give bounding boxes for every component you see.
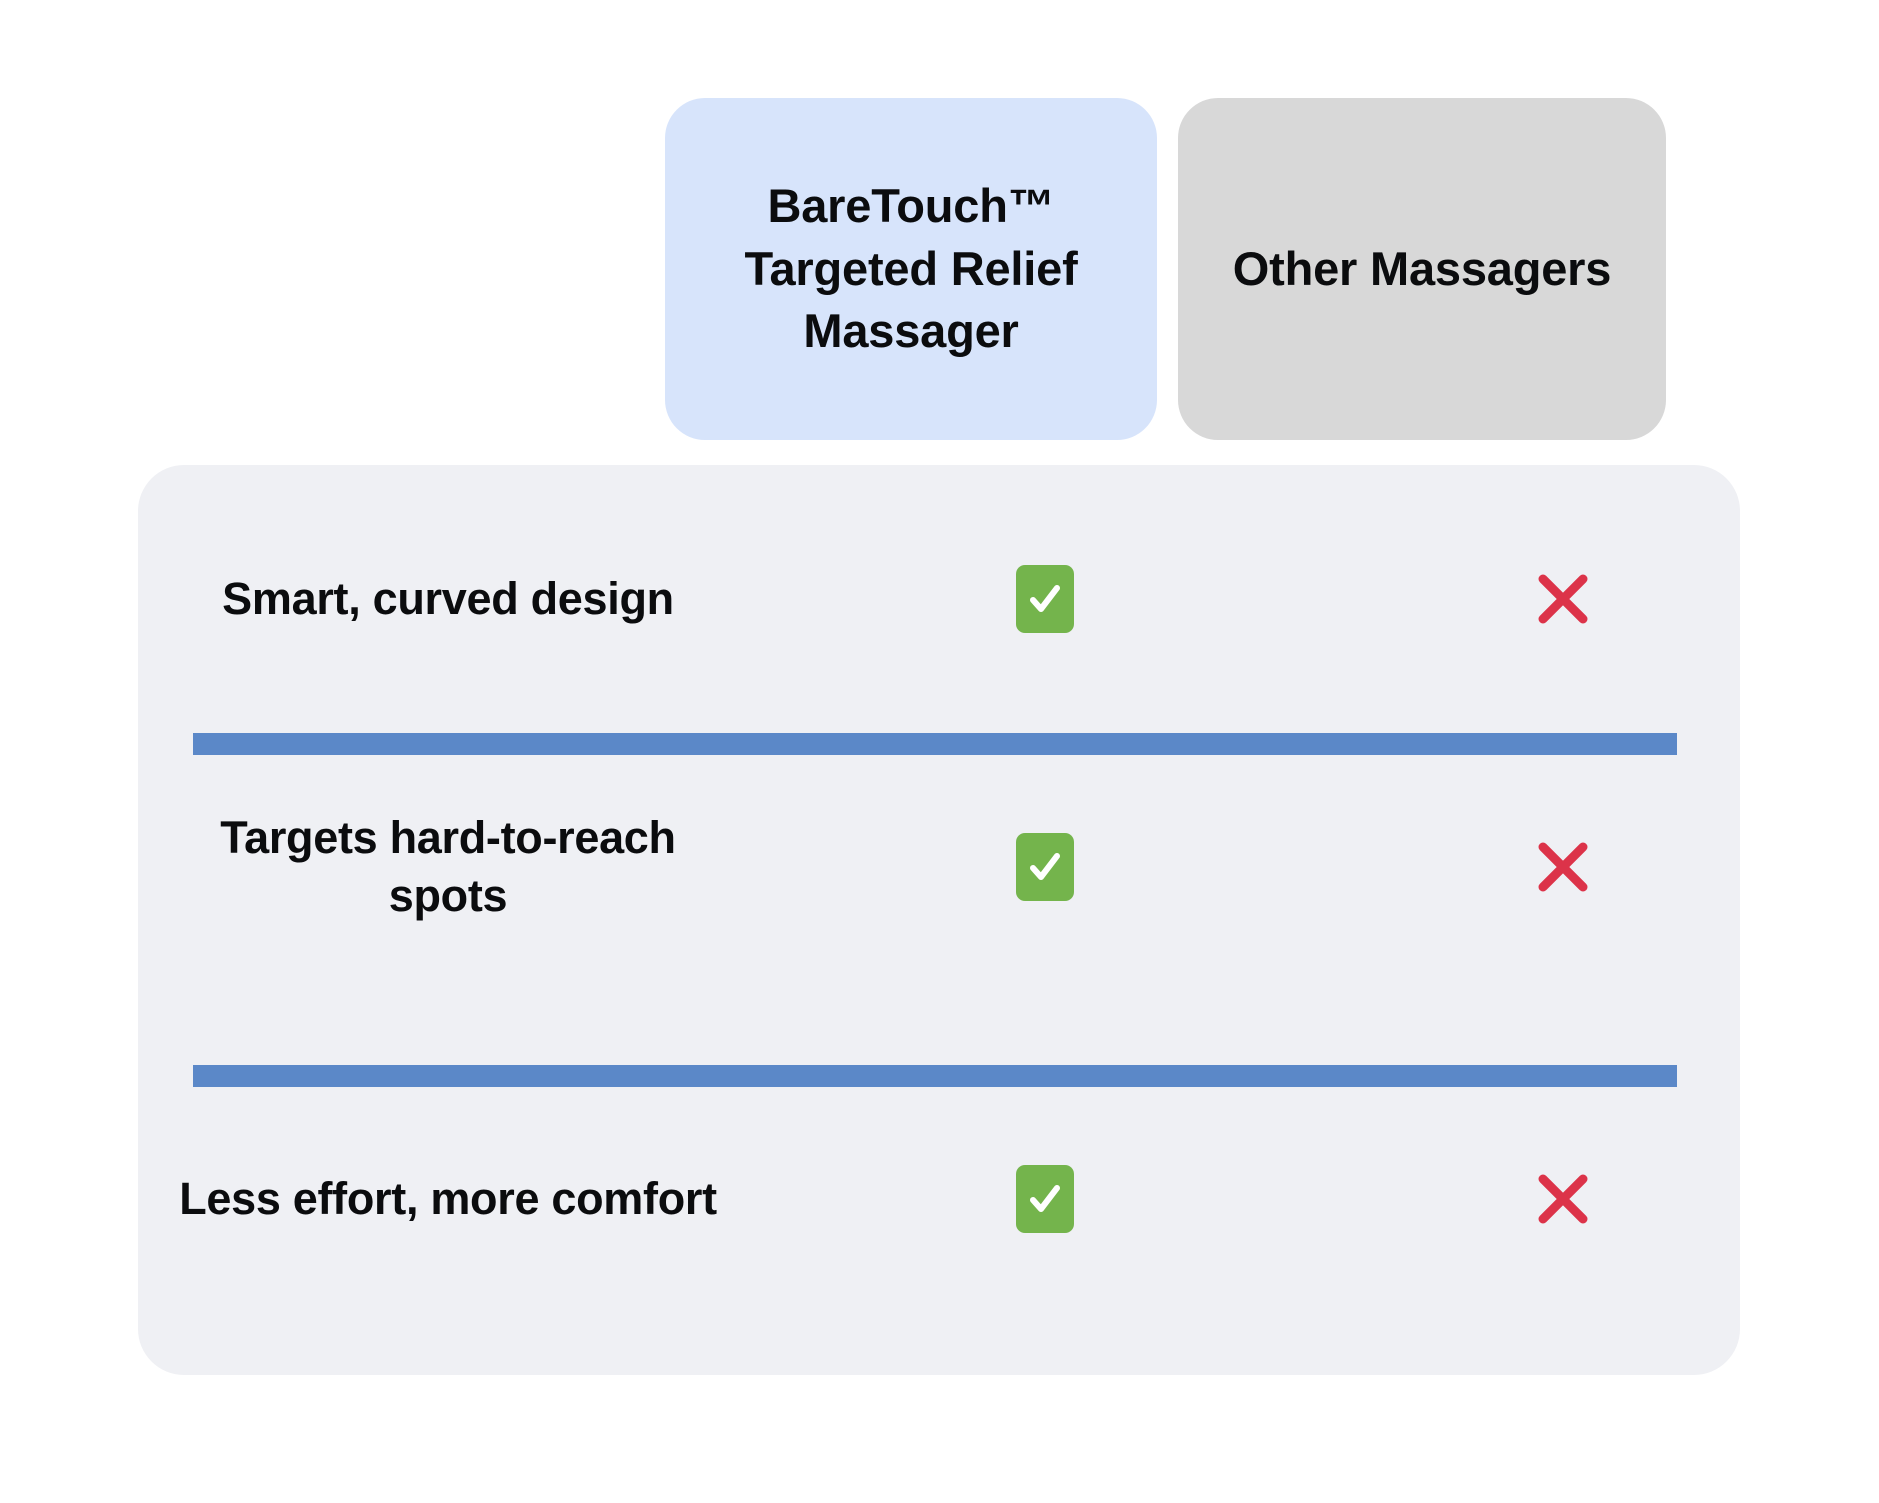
row-divider xyxy=(193,1065,1677,1087)
cross-icon xyxy=(1532,836,1594,898)
check-icon xyxy=(1016,565,1074,633)
cell-secondary xyxy=(1503,1139,1623,1259)
cross-icon xyxy=(1532,568,1594,630)
comparison-header-row: BareTouch™ Targeted Relief Massager Othe… xyxy=(0,0,1879,460)
column-header-card-secondary: Other Massagers xyxy=(1178,98,1666,440)
feature-label: Targets hard-to-reach spots xyxy=(220,812,676,921)
table-row: Targets hard-to-reach spots xyxy=(138,733,1740,1001)
cell-primary xyxy=(985,539,1105,659)
comparison-panel: Smart, curved design Targets hard-to xyxy=(138,465,1740,1375)
check-icon xyxy=(1016,833,1074,901)
cell-secondary xyxy=(1503,807,1623,927)
cross-icon xyxy=(1532,1168,1594,1230)
column-header-label-secondary: Other Massagers xyxy=(1232,241,1612,295)
check-icon xyxy=(1016,1165,1074,1233)
column-header-card-primary: BareTouch™ Targeted Relief Massager xyxy=(665,98,1157,440)
row-divider xyxy=(193,733,1677,755)
cell-secondary xyxy=(1503,539,1623,659)
table-row: Less effort, more comfort xyxy=(138,1065,1740,1333)
column-header-label-primary: BareTouch™ Targeted Relief Massager xyxy=(744,179,1078,358)
cell-primary xyxy=(985,1139,1105,1259)
cell-primary xyxy=(985,807,1105,927)
feature-label: Smart, curved design xyxy=(222,573,674,625)
feature-label: Less effort, more comfort xyxy=(179,1173,717,1225)
table-row: Smart, curved design xyxy=(138,465,1740,733)
